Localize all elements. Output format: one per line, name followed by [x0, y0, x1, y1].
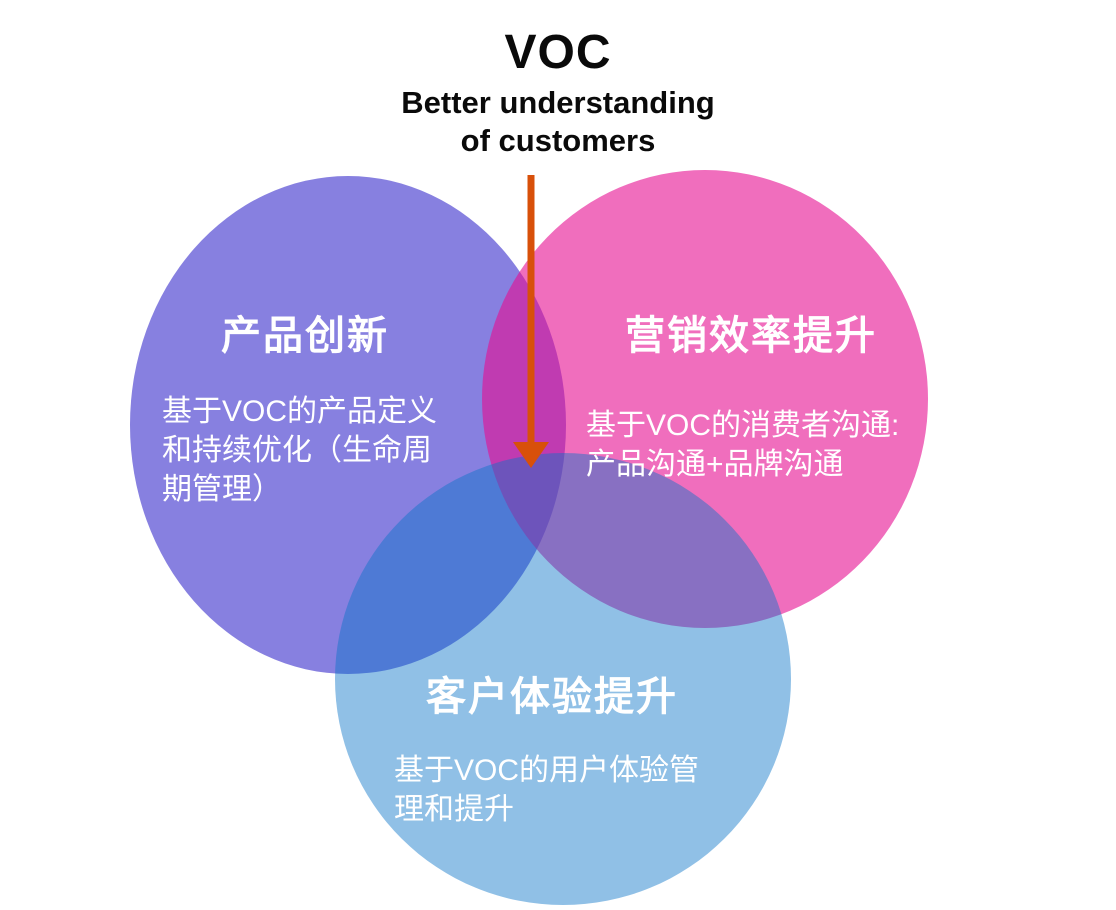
circle-description-marketing-efficiency: 基于VOC的消费者沟通: 产品沟通+品牌沟通 [586, 409, 900, 481]
page-subtitle: Better understanding of customers [401, 85, 715, 158]
down-arrow-icon [513, 175, 549, 468]
circle-customer-experience [335, 453, 791, 905]
circle-marketing-efficiency [482, 170, 928, 628]
circle-product-innovation [130, 176, 566, 674]
circle-title-customer-experience: 客户体验提升 [426, 675, 678, 720]
down-arrow-head [513, 442, 549, 468]
circle-description-product-innovation: 基于VOC的产品定义 和持续优化（生命周 期管理） [162, 395, 438, 506]
page-title: VOC [504, 26, 612, 79]
header: VOC Better understanding of customers [158, 24, 958, 160]
circle-description-customer-experience: 基于VOC的用户体验管 理和提升 [394, 754, 700, 826]
circle-title-marketing-efficiency: 营销效率提升 [625, 314, 877, 359]
circle-title-product-innovation: 产品创新 [221, 314, 389, 359]
